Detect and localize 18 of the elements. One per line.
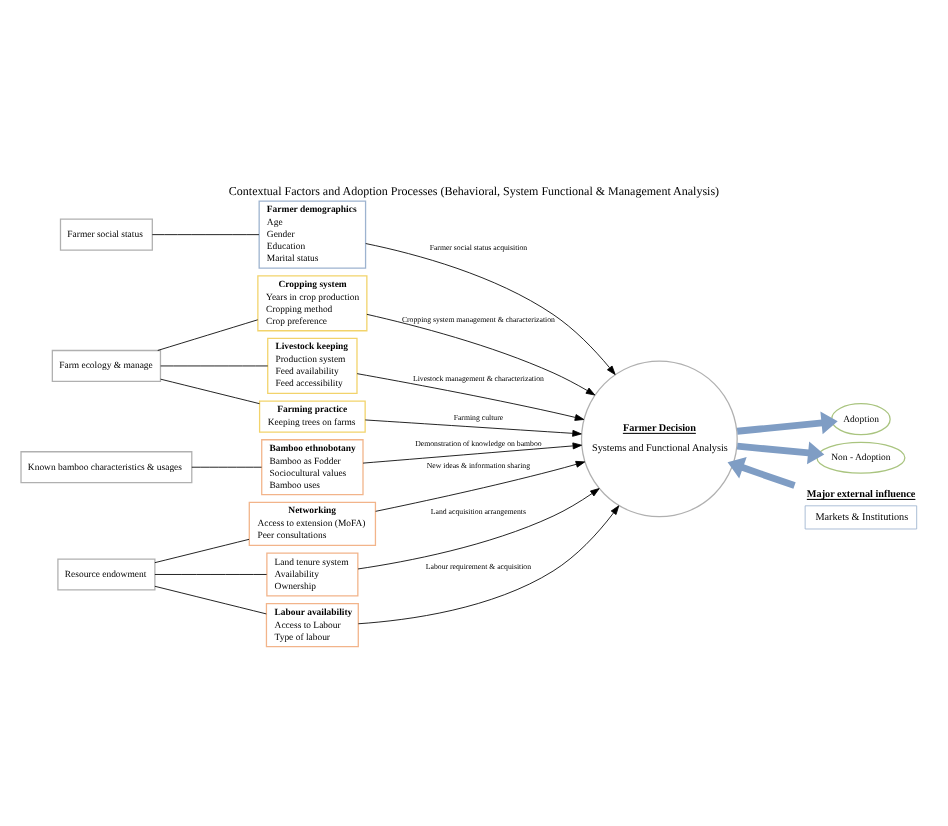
arrow [365, 242, 616, 374]
arrow [375, 459, 586, 511]
arrow [366, 312, 596, 395]
arrow [357, 504, 620, 624]
arrow [364, 418, 582, 436]
arrow [356, 372, 585, 420]
connector [160, 377, 260, 404]
connector [151, 233, 260, 235]
connector [157, 318, 259, 350]
connector [154, 584, 267, 614]
connector [191, 465, 262, 467]
arrow [736, 410, 838, 434]
connector [154, 537, 250, 563]
arrow [736, 440, 825, 464]
connector [154, 573, 268, 574]
arrow [362, 441, 582, 463]
arrow [357, 487, 600, 569]
arrow [727, 455, 796, 488]
